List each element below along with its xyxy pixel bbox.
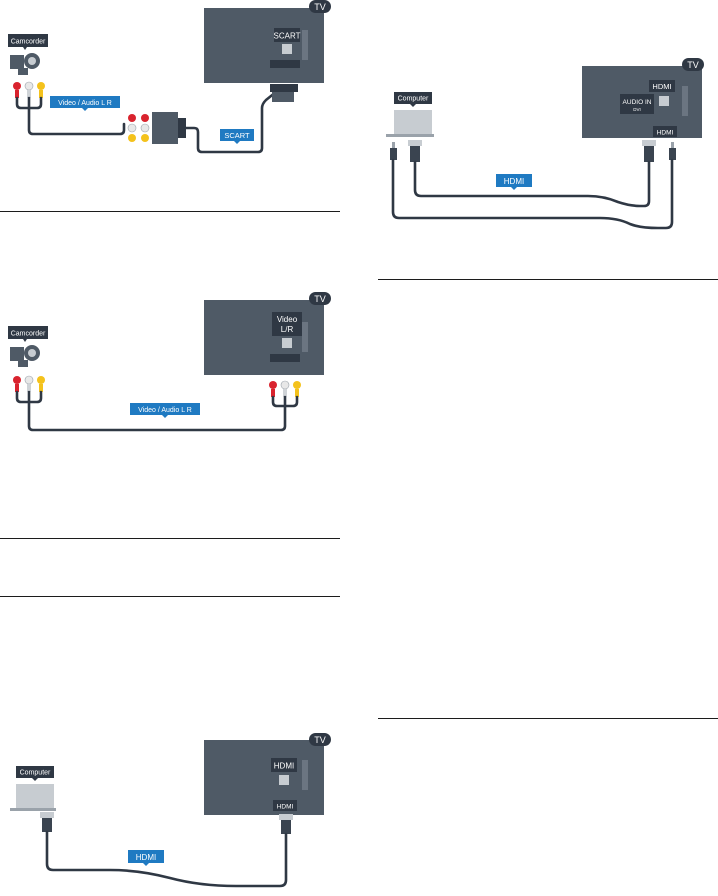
device-label: Camcorder xyxy=(11,331,46,338)
tv-port-label-line2: L/R xyxy=(281,325,294,334)
computer-icon: Computer xyxy=(10,766,56,811)
hdmi-cable xyxy=(413,160,651,208)
tv-illustration: HDMI HDMI TV xyxy=(204,733,331,815)
cable-av-label: Video / Audio L R xyxy=(58,100,112,107)
tv-port-label: SCART xyxy=(274,32,301,41)
scart-adapter xyxy=(127,112,186,144)
cable-label: HDMI xyxy=(136,853,156,862)
tv-port-tag: HDMI xyxy=(657,130,674,137)
audio-plug-computer xyxy=(390,142,397,160)
diagram-camcorder-av: Video L/R TV Camcorder Video / Audio L R xyxy=(8,292,331,432)
tv-audio-label: AUDIO IN xyxy=(623,99,652,106)
tv-audio-sublabel: DVI xyxy=(633,107,641,112)
cable-label: HDMI xyxy=(504,177,524,186)
av-cable xyxy=(15,390,299,432)
tv-illustration: SCART TV xyxy=(204,0,331,83)
audio-plug-tv xyxy=(669,142,676,160)
hdmi-plug-tv xyxy=(279,814,293,834)
av-cable xyxy=(15,96,126,136)
scart-cable xyxy=(184,90,278,154)
tv-port-label: HDMI xyxy=(274,762,294,771)
hdmi-cable xyxy=(45,830,288,888)
tv-port-label: HDMI xyxy=(652,82,671,91)
tv-badge: TV xyxy=(314,2,326,12)
cable-label: Video / Audio L R xyxy=(138,407,192,414)
tv-badge: TV xyxy=(687,60,699,70)
divider xyxy=(0,538,340,539)
rca-plugs-camcorder xyxy=(13,375,45,392)
device-label: Camcorder xyxy=(11,39,46,46)
device-label: Computer xyxy=(398,96,429,103)
scart-plug xyxy=(270,84,298,102)
divider xyxy=(0,596,340,597)
tv-port-label-line1: Video xyxy=(277,315,298,324)
device-label: Computer xyxy=(20,770,51,777)
rca-plugs-camcorder xyxy=(13,81,45,98)
tv-port-tag: HDMI xyxy=(277,804,294,811)
tv-illustration: Video L/R TV xyxy=(204,292,331,375)
rca-plugs-tv xyxy=(269,380,301,397)
hdmi-plug-tv xyxy=(642,140,656,162)
camcorder-icon: Camcorder xyxy=(8,34,48,75)
cable-scart-label: SCART xyxy=(224,131,250,140)
tv-badge: TV xyxy=(314,294,326,304)
diagram-camcorder-scart: SCART TV Camcorder Video / Audio L R xyxy=(8,0,331,154)
tv-illustration: HDMI AUDIO IN DVI HDMI TV xyxy=(582,58,704,138)
tv-badge: TV xyxy=(314,735,326,745)
diagram-computer-hdmi: HDMI HDMI TV Computer HDMI xyxy=(10,733,331,888)
divider xyxy=(0,211,340,212)
divider xyxy=(378,279,718,280)
camcorder-icon: Camcorder xyxy=(8,326,48,367)
hdmi-plug-computer xyxy=(408,140,422,162)
divider xyxy=(378,718,718,719)
hdmi-plug-computer xyxy=(40,812,54,832)
audio-cable xyxy=(391,158,674,230)
computer-icon: Computer xyxy=(386,92,434,137)
diagram-computer-hdmi-audio: HDMI AUDIO IN DVI HDMI TV Computer HDMI xyxy=(386,58,704,230)
